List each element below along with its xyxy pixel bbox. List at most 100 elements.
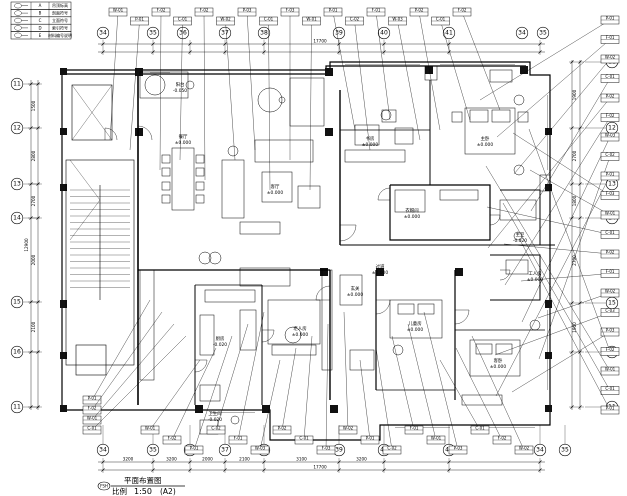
bookshelf [344, 149, 406, 163]
wardrobe [271, 344, 317, 356]
axis-bubble [332, 26, 346, 40]
room-level: ±0.000 [292, 332, 308, 338]
callout-tag: F-01 [606, 269, 615, 274]
callout-leader [423, 311, 459, 451]
callout-tag: F-02 [200, 7, 209, 12]
room-name: 客厅 [271, 183, 280, 190]
callout-tag: F-02 [88, 405, 97, 410]
shaft-box [75, 344, 107, 376]
wall-segment [320, 268, 328, 276]
room-level: ±0.000 [477, 142, 493, 148]
callout-leader [440, 20, 471, 121]
callout-tag: F-02 [606, 113, 615, 118]
callout-leader [512, 132, 611, 196]
callout-leader [537, 292, 611, 319]
door-swing [339, 224, 357, 242]
room-name: 餐厅 [179, 133, 188, 140]
dining-chair [161, 194, 171, 204]
room-name: 书房 [366, 135, 375, 142]
fridge [239, 309, 257, 351]
bed [464, 107, 516, 155]
callout-leader [502, 202, 611, 391]
door-swing [194, 359, 208, 373]
callout-tag: P-01 [606, 405, 615, 410]
callout-tag: P-02 [278, 425, 287, 430]
ceiling-light [227, 145, 239, 157]
callout-tag: C-01 [475, 425, 485, 430]
armchair [297, 185, 321, 209]
dining-chair [195, 194, 205, 204]
room-level: -0.020 [213, 342, 227, 348]
axis-bubble [10, 77, 24, 91]
axis-label: 11 [13, 81, 21, 88]
paper-size: (A2) [160, 487, 176, 496]
callout-leader [496, 39, 611, 138]
callout-leader [520, 273, 611, 282]
callout-leader [91, 335, 187, 431]
callout-tag: F-03 [322, 445, 331, 450]
axis-bubble [10, 121, 24, 135]
axis-label: 15 [608, 300, 616, 307]
drawing-title: 平面布置图 [124, 475, 162, 485]
callout-leader [538, 156, 611, 360]
callout-leader [179, 20, 183, 161]
callout-tag: F-01 [372, 7, 381, 12]
callout-leader [91, 299, 151, 401]
shaft-cross [71, 84, 113, 141]
room-name: 儿童房 [408, 320, 422, 327]
callout-tag: C-01 [605, 386, 615, 391]
ceiling-light [529, 319, 541, 331]
callout-leader [471, 335, 525, 451]
callout-tag: P-03 [606, 327, 615, 332]
shoe-cabinet [339, 274, 363, 306]
callout-tag: W-02 [605, 54, 616, 59]
callout-leader [109, 11, 119, 141]
dimension-text: 3100 [296, 457, 307, 462]
callout-tags: W-01P-01F-02C-01F-02W-02P-03C-01F-03W-01… [82, 7, 620, 455]
furniture [139, 65, 551, 435]
axis-bubble [146, 26, 160, 40]
shaft-box [71, 84, 113, 141]
room-name: 卫生间 [208, 410, 221, 417]
callout-tag: P-01 [606, 15, 615, 20]
axis-label: 16 [13, 349, 21, 356]
nightstand [517, 111, 529, 123]
callout-leader [354, 20, 371, 151]
axis-bubble [218, 26, 232, 40]
dimension-total: 17700 [313, 39, 327, 44]
callout-leader [309, 20, 312, 191]
study-chair [394, 127, 414, 145]
callout-tag: C-01 [605, 230, 615, 235]
dimension-text: 2700 [572, 255, 577, 266]
axis-bubble [442, 26, 456, 40]
room-name: 主卫 [516, 231, 525, 238]
dining-chair [161, 181, 171, 191]
wall-segment [262, 405, 270, 413]
callout-tag: C-01 [264, 16, 274, 21]
callout-tag: W-02 [220, 16, 231, 21]
axis-bubble [218, 443, 232, 457]
dining-chair [161, 154, 171, 164]
room-level: -0.020 [208, 417, 222, 423]
callout-leader [359, 359, 371, 441]
callout-tag: W-01 [605, 210, 616, 215]
callout-leader [391, 335, 415, 431]
room-level: ±0.000 [527, 277, 543, 283]
dimension-text: 2000 [31, 254, 36, 265]
plant-pot [185, 80, 195, 90]
room-name: 工人房 [528, 270, 542, 277]
axis-bubble [533, 443, 547, 457]
dimension-text: 1900 [572, 89, 577, 100]
room-name: 客卧 [494, 357, 503, 364]
callout-leader [495, 175, 611, 397]
axis-label: 36 [179, 30, 187, 37]
ceiling-light [284, 326, 302, 344]
callout-tag: C-03 [605, 308, 615, 313]
axis-label: 13 [13, 181, 21, 188]
callout-tag: F-02 [498, 435, 507, 440]
axis-bubble [377, 26, 391, 40]
dimension-total: 12900 [24, 238, 29, 252]
room-level: ±0.000 [175, 140, 191, 146]
callout-leader [91, 311, 163, 411]
